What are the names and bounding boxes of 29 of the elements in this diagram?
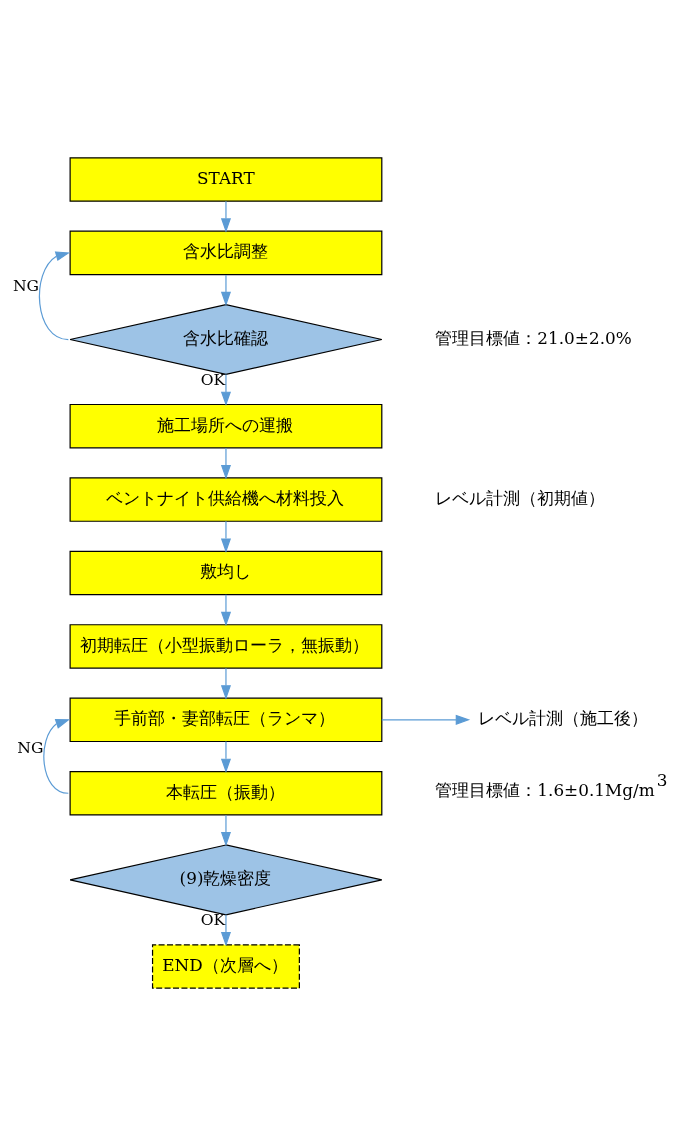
- edge-label: NG: [17, 737, 44, 757]
- node-box: START: [69, 156, 383, 202]
- arrow: [220, 740, 231, 773]
- arrow: [38, 250, 71, 340]
- label: 管理目標値：21.0±2.0%: [435, 327, 632, 348]
- arrow: [220, 373, 231, 406]
- node-diamond: (9)乾燥密度: [69, 843, 383, 915]
- node-box: 本転圧（振動）: [69, 770, 383, 815]
- node-box: 敷均し: [69, 550, 383, 595]
- arrow: [220, 446, 231, 479]
- node-box: 手前部・妻部転圧（ランマ）: [69, 697, 383, 742]
- node-box: 施工場所への運搬: [69, 403, 383, 448]
- arrow: [220, 814, 231, 846]
- arrow: [220, 913, 231, 946]
- arrow: [220, 667, 231, 700]
- arrow: [43, 718, 71, 794]
- node-box: 初期転圧（小型振動ローラ，無振動）: [69, 623, 383, 669]
- edge-label: NG: [12, 275, 40, 295]
- arrow: [220, 520, 231, 553]
- arrow: [220, 273, 231, 306]
- node-diamond: 含水比確認: [69, 303, 383, 375]
- label: レベル計測（初期値）: [434, 487, 605, 508]
- node-box: 含水比調整: [69, 230, 383, 275]
- node-text: レベル計測（施工後）: [478, 707, 649, 728]
- arrow: [220, 200, 231, 233]
- arrow: [220, 593, 231, 626]
- node-box: END（次層へ）: [151, 943, 300, 989]
- arrow: [381, 714, 471, 725]
- node-box: ベントナイト供給機へ材料投入: [69, 476, 383, 522]
